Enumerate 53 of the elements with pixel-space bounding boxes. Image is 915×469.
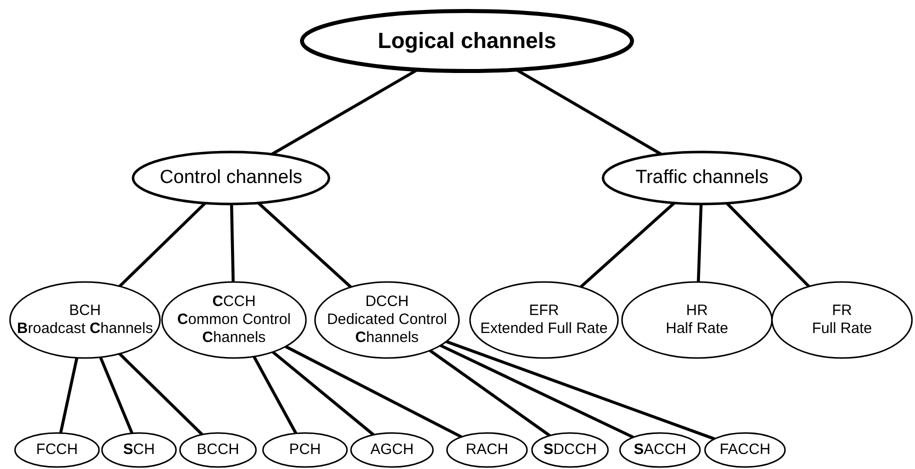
channel-ellipse (180, 433, 256, 467)
node-label: Traffic channels (635, 166, 769, 190)
node-label: Control channels (160, 166, 302, 190)
node-label: Dedicated Control Channels (326, 311, 448, 347)
node-label: BCCH (196, 441, 240, 459)
node-label: AGCH (370, 441, 414, 459)
node-label: Common Control Channels (176, 311, 292, 347)
connector-line (272, 350, 374, 436)
channel-ellipse (102, 433, 176, 467)
node-label: FACCH (720, 441, 770, 459)
connector-line (580, 202, 676, 288)
node-label: FR (832, 302, 852, 320)
connector-line (440, 344, 634, 439)
channel-ellipse (620, 433, 700, 467)
channel-ellipse (15, 433, 99, 467)
channel-ellipse (351, 433, 433, 467)
connector-line (230, 204, 235, 282)
channel-ellipse (315, 282, 459, 358)
node-label: Full Rate (812, 320, 872, 338)
node-label: SACCH (634, 441, 686, 459)
connector-line (59, 357, 78, 434)
connector-line (99, 356, 134, 434)
connector-line (118, 202, 206, 288)
node-label: PCH (289, 441, 321, 459)
connector-line (696, 204, 703, 282)
node-label: Extended Full Rate (480, 320, 608, 338)
node-label: DCCH (365, 293, 409, 311)
node-label: CCCH (212, 293, 256, 311)
connector-line (446, 340, 716, 440)
node-label: SDCCH (543, 441, 597, 459)
channel-ellipse (302, 11, 632, 71)
channel-ellipse (705, 433, 785, 467)
channel-ellipse (603, 152, 801, 204)
channel-ellipse (263, 433, 347, 467)
node-label: SCH (123, 441, 155, 459)
connector-line (118, 352, 204, 436)
connector-line (252, 356, 298, 434)
channel-ellipse (133, 152, 329, 204)
node-label: EFR (529, 302, 559, 320)
node-label: BCH (69, 302, 101, 320)
node-label: Broadcast Channels (17, 320, 153, 338)
channel-ellipse (470, 282, 618, 358)
channel-ellipse (447, 433, 527, 467)
node-label: Logical channels (378, 28, 556, 54)
connector-line (429, 349, 551, 437)
connector-line (726, 202, 810, 288)
node-label: RACH (466, 441, 508, 459)
channel-ellipse (532, 433, 608, 467)
node-label: FCCH (36, 441, 78, 459)
connector-line (257, 202, 352, 288)
node-label: HR (686, 302, 708, 320)
node-label: Half Rate (666, 320, 728, 338)
connector-line (284, 345, 462, 438)
